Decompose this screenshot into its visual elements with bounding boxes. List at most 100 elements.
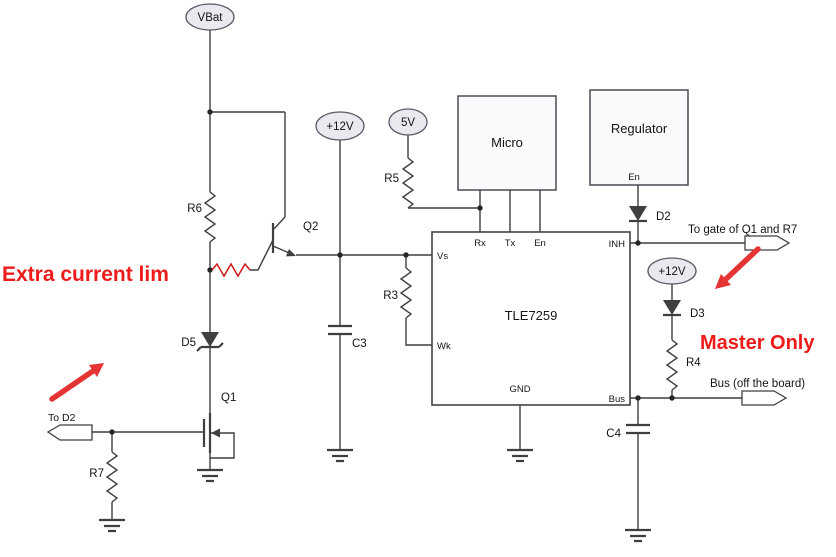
junction-dots — [109, 109, 675, 435]
resistor-r7-zigzag — [105, 451, 119, 503]
capacitor-c3 — [328, 324, 352, 336]
junction-vbat-rail — [207, 109, 213, 115]
supply-vbat: VBat — [185, 3, 235, 31]
q2-leads — [272, 216, 295, 256]
wire-network — [92, 30, 745, 530]
vbat-label: VBat — [198, 12, 224, 24]
transistor-q2 — [250, 216, 296, 271]
pin-inh-label: INH — [609, 239, 626, 250]
capacitor-c4 — [626, 423, 650, 435]
master-only-note: Master Only — [700, 332, 815, 354]
r6-label: R6 — [187, 203, 202, 215]
resistor-r6-zigzag — [203, 191, 217, 243]
red-arrow-bottom-left-shaft — [49, 368, 96, 402]
c4-label: C4 — [606, 428, 621, 440]
red-annotations: Extra current lim Master Only — [2, 246, 815, 402]
ground-q1 — [197, 468, 223, 483]
micro-label: Micro — [491, 135, 523, 150]
red-arrow-top-right-head — [715, 274, 731, 289]
junction-c4-bus — [635, 395, 641, 401]
resistor-r5-zigzag — [401, 157, 415, 209]
red-arrow-top-right — [715, 246, 761, 289]
bus-off-board-note: Bus (off the board) — [710, 378, 805, 390]
pin-bus-label: Bus — [609, 394, 626, 405]
red-arrow-bottom-left — [49, 363, 104, 402]
capacitor-c4-plates — [626, 423, 650, 435]
junction-d2-inh — [635, 240, 641, 246]
diode-d3 — [663, 300, 681, 317]
ground-r7 — [99, 518, 125, 533]
junction-r4-bus — [669, 395, 675, 401]
vbat-oval — [185, 3, 235, 31]
zener-d5-triangle — [201, 332, 219, 347]
v12-master-oval — [647, 257, 697, 285]
r3-label: R3 — [383, 290, 398, 302]
q2-label: Q2 — [303, 221, 318, 233]
regulator-en-pin-label: En — [628, 172, 640, 183]
regulator-box — [589, 89, 689, 186]
resistor-r3-zigzag — [399, 267, 413, 319]
resistor-r3 — [399, 267, 413, 319]
pin-en-label: En — [534, 238, 546, 249]
tle7259-label: TLE7259 — [505, 308, 558, 323]
q1-body-arrow — [211, 428, 220, 438]
extra-current-lim-note: Extra current lim — [2, 263, 169, 286]
resistor-r7 — [105, 451, 119, 503]
pin-vs-label: Vs — [437, 251, 448, 262]
junction-12v-vs — [337, 252, 343, 258]
zener-d5-cathode — [196, 342, 224, 352]
junction-r7-gate — [109, 429, 115, 435]
tle7259-box — [431, 231, 631, 406]
q1-label: Q1 — [221, 392, 236, 404]
diode-d2-triangle — [629, 206, 647, 221]
regulator-block: Regulator En — [589, 89, 689, 186]
d3-label: D3 — [690, 308, 705, 320]
capacitor-c3-plates — [328, 324, 352, 336]
to-gate-note: To gate of Q1 and R7 — [688, 224, 797, 236]
micro-box — [457, 95, 557, 191]
resistor-r6 — [203, 191, 217, 243]
pin-gnd-label: GND — [509, 384, 530, 395]
micro-block: Micro — [457, 95, 557, 191]
q2-emitter-arrow — [286, 249, 296, 257]
ground-c3 — [327, 448, 353, 463]
resistor-r4 — [665, 339, 679, 391]
regulator-label: Regulator — [611, 121, 668, 136]
extra-current-lim-squiggle — [211, 262, 251, 278]
tle7259-block: TLE7259 Rx Tx En Vs Wk INH GND Bus — [431, 231, 631, 406]
resistor-r5 — [401, 157, 415, 209]
v5-oval — [388, 108, 428, 136]
diode-d3-triangle — [663, 300, 681, 315]
zener-d5 — [196, 332, 224, 352]
v5-label: 5V — [401, 117, 415, 129]
r5-label: R5 — [384, 173, 399, 185]
q2-base-wire — [250, 239, 274, 271]
q1-body-loop — [210, 432, 235, 459]
junction-r6-d5 — [207, 267, 213, 273]
pin-tx-label: Tx — [505, 238, 516, 249]
v12-main-label: +12V — [326, 121, 354, 133]
junction-r3-vs — [403, 252, 409, 258]
supply-12v-main: +12V — [315, 111, 365, 141]
junction-r5-rx — [477, 205, 483, 211]
resistor-r4-zigzag — [665, 339, 679, 391]
r4-label: R4 — [686, 357, 701, 369]
red-arrow-top-right-shaft — [722, 246, 761, 283]
c3-label: C3 — [352, 338, 367, 350]
pin-rx-label: Rx — [474, 238, 486, 249]
supply-5v: 5V — [388, 108, 428, 136]
r7-label: R7 — [89, 468, 104, 480]
d5-label: D5 — [181, 337, 196, 349]
mosfet-q1 — [202, 413, 235, 459]
pin-wk-label: Wk — [437, 341, 451, 352]
ground-tle-gnd — [507, 448, 533, 463]
bus-output-flag-connector — [741, 390, 788, 406]
inh-output-flag-connector — [744, 235, 791, 251]
supply-12v-master: +12V — [647, 257, 697, 285]
to-d2-note: To D2 — [48, 412, 76, 424]
v12-master-label: +12V — [658, 266, 686, 278]
red-arrow-bottom-left-head — [89, 363, 104, 377]
to-d2-flag-connector — [46, 424, 93, 441]
